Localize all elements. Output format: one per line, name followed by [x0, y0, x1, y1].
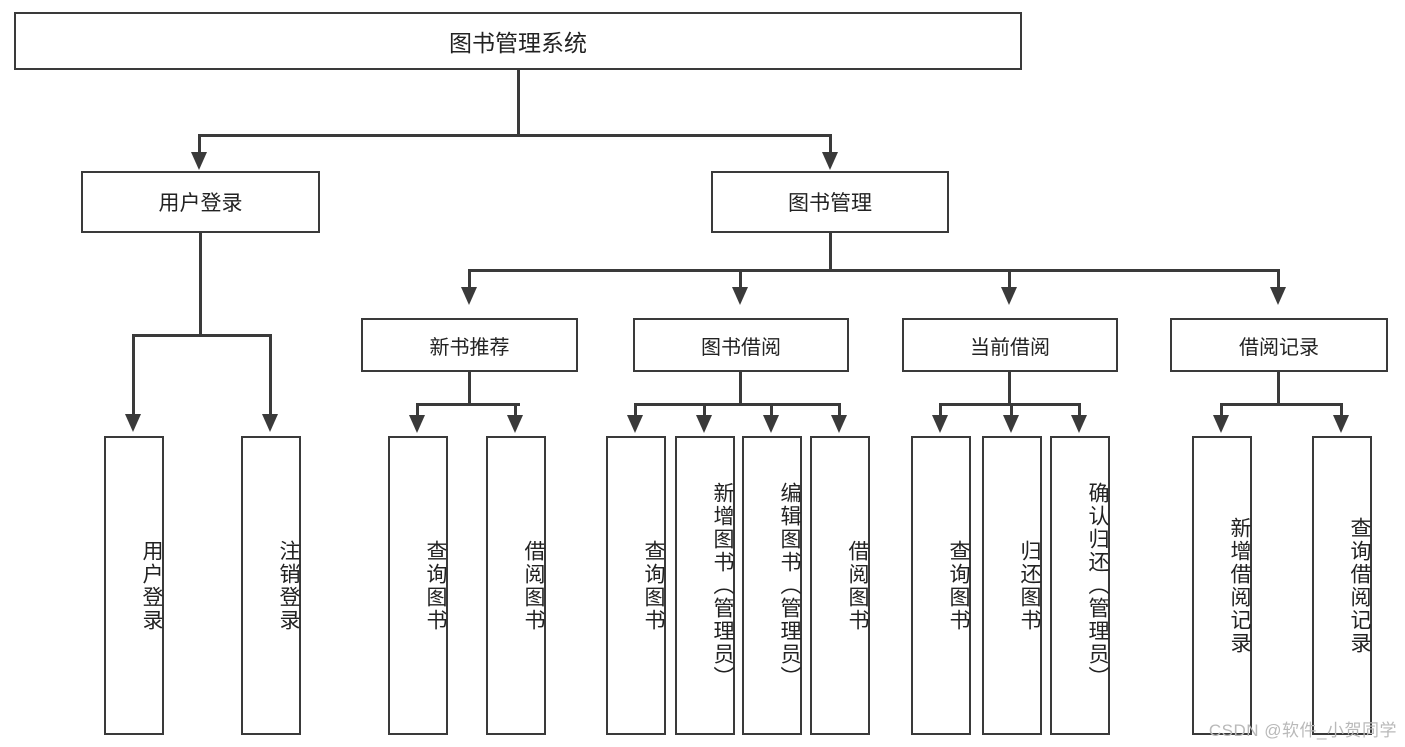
edge-borrow-drop-2: [703, 403, 706, 417]
edge-root-to-bookmgmt-drop: [829, 134, 832, 154]
edge-records-stem: [1277, 372, 1280, 406]
edge-borrow-stem: [739, 372, 742, 406]
edge-login-drop-2: [269, 334, 272, 416]
edge-current-stem: [1008, 372, 1011, 406]
edge-newbook-drop-2: [514, 403, 517, 417]
leaf-borrow-add-book-admin-label: 新增图书（管理员）: [711, 482, 734, 689]
node-current-borrow: 当前借阅: [902, 318, 1118, 372]
arrow-login-to-user-login: [125, 414, 141, 432]
edge-borrow-bar: [634, 403, 840, 406]
edge-newbook-stem: [468, 372, 471, 406]
edge-current-drop-1: [939, 403, 942, 417]
leaf-borrow-query-book-label: 查询图书: [642, 539, 665, 632]
node-root-label: 图书管理系统: [449, 30, 587, 56]
arrow-newbook-to-query: [409, 415, 425, 433]
arrow-bookmgmt-to-newbook: [461, 287, 477, 305]
leaf-newbook-borrow-book: 借阅图书: [486, 436, 546, 735]
leaf-current-confirm-return-admin: 确认归还（管理员）: [1050, 436, 1110, 735]
leaf-borrow-add-book-admin: 新增图书（管理员）: [675, 436, 735, 735]
edge-login-bar: [132, 334, 271, 337]
leaf-newbook-borrow-book-label: 借阅图书: [522, 539, 545, 632]
arrow-records-to-query: [1333, 415, 1349, 433]
arrow-bookmgmt-to-borrow: [732, 287, 748, 305]
arrow-current-to-return: [1003, 415, 1019, 433]
arrow-bookmgmt-to-records: [1270, 287, 1286, 305]
edge-bookmgmt-stem: [829, 233, 832, 272]
node-user-login-label: 用户登录: [158, 192, 243, 215]
arrow-bookmgmt-to-current: [1001, 287, 1017, 305]
edge-bookmgmt-drop-2: [739, 269, 742, 289]
edge-borrow-drop-4: [838, 403, 841, 417]
leaf-current-query-book-label: 查询图书: [947, 539, 970, 632]
leaf-borrow-edit-book-admin-label: 编辑图书（管理员）: [778, 482, 801, 689]
csdn-watermark: CSDN @软件_小贺同学: [1208, 721, 1397, 740]
arrow-borrow-to-lend: [831, 415, 847, 433]
leaf-borrow-lend-book: 借阅图书: [810, 436, 870, 735]
leaf-logout-label: 注销登录: [277, 539, 300, 632]
edge-records-drop-2: [1340, 403, 1343, 417]
node-book-management-label: 图书管理: [788, 192, 872, 215]
edge-login-drop-1: [132, 334, 135, 416]
arrow-current-to-query: [932, 415, 948, 433]
edge-bookmgmt-drop-1: [468, 269, 471, 289]
arrow-newbook-to-borrow: [507, 415, 523, 433]
arrow-root-to-bookmgmt: [822, 152, 838, 170]
leaf-records-add-record: 新增借阅记录: [1192, 436, 1252, 735]
arrow-current-to-confirm: [1071, 415, 1087, 433]
node-borrow-records-label: 借阅记录: [1239, 336, 1319, 359]
leaf-borrow-edit-book-admin: 编辑图书（管理员）: [742, 436, 802, 735]
edge-records-drop-1: [1220, 403, 1223, 417]
leaf-current-return-book-label: 归还图书: [1018, 539, 1041, 632]
node-book-borrow: 图书借阅: [633, 318, 849, 372]
leaf-current-query-book: 查询图书: [911, 436, 971, 735]
leaf-records-query-record: 查询借阅记录: [1312, 436, 1372, 735]
edge-current-drop-2: [1010, 403, 1013, 417]
edge-bookmgmt-bar: [468, 269, 1280, 272]
node-current-borrow-label: 当前借阅: [970, 336, 1050, 359]
leaf-newbook-query-book: 查询图书: [388, 436, 448, 735]
arrow-root-to-login: [191, 152, 207, 170]
leaf-user-login: 用户登录: [104, 436, 164, 735]
arrow-login-to-logout: [262, 414, 278, 432]
edge-bookmgmt-drop-3: [1008, 269, 1011, 289]
edge-root-bar: [198, 134, 832, 137]
node-borrow-records: 借阅记录: [1170, 318, 1388, 372]
leaf-current-confirm-return-admin-label: 确认归还（管理员）: [1086, 482, 1109, 689]
leaf-user-login-label: 用户登录: [140, 539, 163, 632]
edge-current-drop-3: [1078, 403, 1081, 417]
arrow-borrow-to-edit: [763, 415, 779, 433]
leaf-borrow-lend-book-label: 借阅图书: [846, 539, 869, 632]
arrow-records-to-add: [1213, 415, 1229, 433]
leaf-records-query-record-label: 查询借阅记录: [1348, 516, 1371, 655]
leaf-records-add-record-label: 新增借阅记录: [1228, 516, 1251, 655]
node-book-management: 图书管理: [711, 171, 949, 233]
node-new-book-recommend-label: 新书推荐: [429, 336, 510, 359]
edge-records-bar: [1220, 403, 1342, 406]
edge-login-stem: [199, 233, 202, 337]
leaf-current-return-book: 归还图书: [982, 436, 1042, 735]
leaf-logout: 注销登录: [241, 436, 301, 735]
node-root: 图书管理系统: [14, 12, 1022, 70]
node-user-login: 用户登录: [81, 171, 320, 233]
edge-newbook-drop-1: [416, 403, 419, 417]
edge-bookmgmt-drop-4: [1277, 269, 1280, 289]
node-book-borrow-label: 图书借阅: [701, 336, 781, 359]
edge-root-stem: [517, 70, 520, 136]
leaf-newbook-query-book-label: 查询图书: [424, 539, 447, 632]
arrow-borrow-to-add: [696, 415, 712, 433]
edge-borrow-drop-3: [770, 403, 773, 417]
node-new-book-recommend: 新书推荐: [361, 318, 578, 372]
edge-borrow-drop-1: [634, 403, 637, 417]
arrow-borrow-to-query: [627, 415, 643, 433]
edge-newbook-bar: [416, 403, 520, 406]
leaf-borrow-query-book: 查询图书: [606, 436, 666, 735]
edge-root-to-login-drop: [198, 134, 201, 154]
